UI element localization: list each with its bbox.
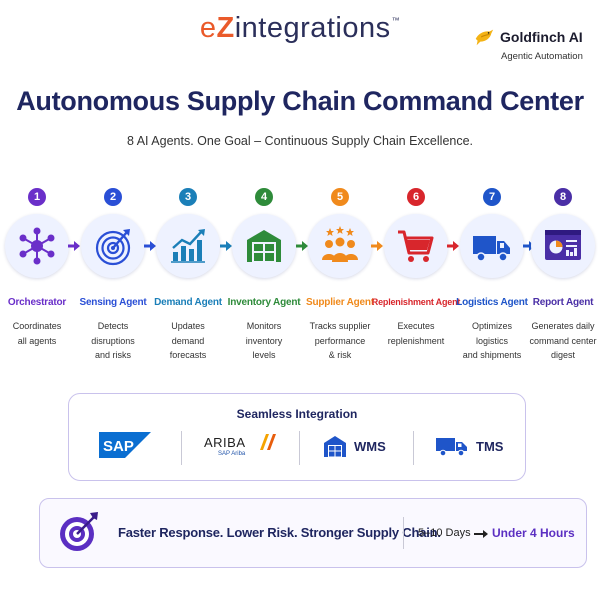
agent-name: Replenishment Agent [371,297,461,307]
agent-icon-circle [384,214,448,278]
banner-headline: Faster Response. Lower Risk. Stronger Su… [118,525,441,540]
ezintegrations-logo: eZintegrations™ [199,12,401,44]
page-title: Autonomous Supply Chain Command Center [16,86,584,116]
agent-description: Tracks supplier performance & risk [309,321,371,360]
agent-replenishment: 6 Replenishment Agent Executes replenish… [372,188,460,378]
agent-icon-circle [5,214,69,278]
agent-name: Demand Agent [154,297,222,308]
partner-name: Goldfinch AI [500,29,583,45]
arrow-right-icon [296,241,308,251]
agent-name: Supplier Agent [306,297,374,308]
growth-chart-icon [171,229,205,263]
delivery-truck-icon [473,236,510,262]
agent-icon-circle [81,214,145,278]
agent-description: Optimizes logistics and shipments [462,321,522,360]
arrow-right-icon [144,241,156,251]
warehouse-icon [247,230,281,262]
agent-icon-circle [308,214,372,278]
agent-icon-circle [156,214,220,278]
divider [181,431,182,465]
supplier-group-icon [322,226,358,262]
agent-name: Inventory Agent [227,297,301,308]
wms-label: WMS [354,439,386,454]
agent-description: Executes replenishment [387,321,445,346]
step-number: 1 [28,188,46,206]
integration-card: Seamless Integration SAP ARIBA SAP Ariba… [68,393,526,481]
agent-description: Coordinates all agents [12,321,62,346]
step-number: 6 [407,188,425,206]
partner-tagline: Agentic Automation [501,51,583,62]
goldfinch-bird-icon [475,29,494,46]
agent-supplier: 5 Supplier Agent Tracks supplier perform… [305,188,375,378]
dashboard-report-icon [545,230,581,260]
divider [299,431,300,465]
target-icon [60,512,98,551]
agent-inventory: 4 Inventory Agent Monitors inventory lev… [228,188,301,378]
delivery-truck-icon [436,438,467,456]
step-number: 5 [331,188,349,206]
outcome-banner: Faster Response. Lower Risk. Stronger Su… [39,498,587,568]
step-number: 3 [179,188,197,206]
agent-sensing: 2 Sensing Agent Detects disruptions and … [78,188,148,378]
agent-name: Report Agent [532,297,594,308]
divider [413,431,414,465]
radar-icon [95,229,131,266]
arrow-right-icon [68,241,80,251]
step-number: 2 [104,188,122,206]
step-number: 8 [554,188,572,206]
agent-description: Detects disruptions and risks [91,321,135,360]
agent-logistics: 7 Logistics Agent Optimizes logistics an… [456,188,528,378]
arrow-right-icon [371,241,383,251]
sap-label: SAP [103,438,134,455]
warehouse-icon [324,436,346,457]
agent-icon-circle [232,214,296,278]
arrow-right-icon [474,530,488,538]
page-subtitle: 8 AI Agents. One Goal – Continuous Suppl… [126,134,474,148]
agent-description: Updates demand forecasts [169,321,207,360]
agent-demand: 3 Demand Agent Updates demand forecasts [153,188,223,378]
agent-orchestrator: 1 Orchestrator Coordinates all agents [2,188,72,378]
network-hub-icon [19,227,55,265]
shopping-cart-icon [398,230,434,262]
integration-title: Seamless Integration [236,407,358,421]
arrow-right-icon [447,241,459,251]
ariba-sublabel: SAP Ariba [218,451,246,457]
tms-label: TMS [476,439,504,454]
step-number: 7 [483,188,501,206]
agent-name: Sensing Agent [79,297,147,308]
agent-report: 8 Report Agent Generates daily command c… [528,188,598,378]
divider [403,517,404,549]
time-before: 5–10 Days [418,527,471,539]
agent-description: Monitors inventory levels [245,321,283,360]
agents-row: 1 Orchestrator Coordinates all agents 2 [2,188,598,378]
ariba-mark-icon [260,434,276,450]
agent-icon-circle [531,214,595,278]
agent-description: Generates daily command center digest [529,321,597,360]
time-after: Under 4 Hours [492,526,575,540]
ariba-logo: ARIBA SAP Ariba [204,432,279,466]
step-number: 4 [255,188,273,206]
agent-icon-circle [460,214,524,278]
ariba-label: ARIBA [204,435,246,450]
agent-name: Orchestrator [7,297,67,308]
agent-name: Logistics Agent [456,297,528,308]
arrow-right-icon [220,241,232,251]
sap-logo: SAP [99,432,151,458]
